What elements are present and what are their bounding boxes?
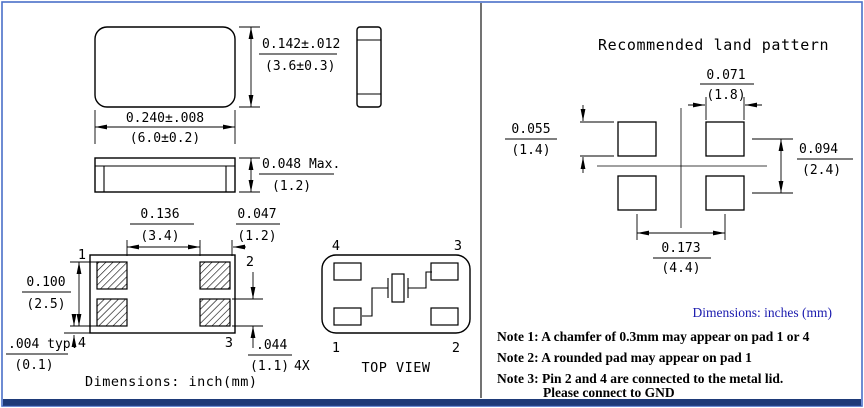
dim-land-pad-height-mm: (1.4): [511, 143, 550, 158]
dim-width-inch: 0.240±.008: [126, 111, 204, 126]
land-pad: [617, 121, 657, 157]
land-pad: [617, 175, 657, 211]
crystal-lead-line: [362, 287, 388, 317]
corner-pad: [333, 262, 362, 281]
dimensions-units-label: Dimensions: inch(mm): [85, 374, 258, 390]
top-view: 4 3 1 2 TOP VIEW: [321, 238, 471, 376]
dim-edge-gap-mm: (0.1): [14, 358, 53, 373]
corner-pad: [430, 262, 459, 281]
dim-pad-len-qty: 4X: [294, 359, 310, 374]
crystal-lead-line: [408, 271, 432, 289]
land-pattern-title: Recommended land pattern: [598, 36, 829, 54]
dim-thickness-mm: (1.2): [272, 179, 311, 194]
pin-label-1: 1: [78, 247, 86, 263]
dim-edge-gap-inch: .004 typ.: [8, 337, 78, 352]
dim-land-col-pitch-inch: 0.173: [661, 241, 700, 256]
pad-3-hatched: [199, 298, 231, 327]
dim-thickness-inch: 0.048 Max.: [262, 157, 340, 172]
package-body-outline: [94, 26, 236, 108]
bottom-view: 0.136 (3.4) 0.047 (1.2) 0.100 (2.5) .004…: [6, 207, 310, 390]
side-view: [356, 26, 382, 108]
note-1: Note 1: A chamfer of 0.3mm may appear on…: [497, 329, 810, 344]
pin-label-3: 3: [225, 335, 233, 351]
pin-label-1: 1: [332, 340, 340, 356]
dim-pad-span-mm: (3.4): [140, 229, 179, 244]
pin-label-4: 4: [78, 335, 86, 351]
dim-land-pad-height-inch: 0.055: [511, 122, 550, 137]
dim-pad-span-inch: 0.136: [140, 207, 179, 222]
pin-label-3: 3: [454, 238, 462, 254]
dim-height-mm: (3.6±0.3): [265, 59, 335, 74]
profile-view: 0.048 Max. (1.2): [94, 157, 340, 194]
pad-2-hatched: [199, 261, 231, 290]
dim-pad-row-inch: 0.100: [26, 275, 65, 290]
pin-label-4: 4: [332, 238, 340, 254]
profile-body-outline: [94, 157, 236, 193]
note-3-continuation: Please connect to GND: [543, 385, 675, 400]
dim-land-pad-width-inch: 0.071: [706, 68, 745, 83]
front-view: 0.142±.012 (3.6±0.3) 0.240±.008 (6.0±0.2…: [94, 26, 340, 146]
note-2: Note 2: A rounded pad may appear on pad …: [497, 350, 752, 365]
dim-pad-width-mm: (1.2): [237, 229, 276, 244]
land-pattern: Recommended land pattern 0.071 (1.8) 0.0…: [505, 36, 853, 320]
notes-block: Note 1: A chamfer of 0.3mm may appear on…: [497, 329, 810, 400]
corner-pad: [333, 307, 362, 326]
pad-1-hatched: [96, 261, 128, 290]
dim-pad-width-inch: 0.047: [237, 207, 276, 222]
pin-label-2: 2: [246, 254, 254, 270]
dim-land-pad-width-mm: (1.8): [706, 88, 745, 103]
dim-pad-row-mm: (2.5): [26, 297, 65, 312]
note-3: Note 3: Pin 2 and 4 are connected to the…: [497, 371, 783, 386]
dim-height-inch: 0.142±.012: [262, 37, 340, 52]
dim-pad-len-mm: (1.1): [250, 359, 289, 374]
side-body-outline: [356, 26, 382, 108]
pin-label-2: 2: [452, 340, 460, 356]
crystal-symbol: [391, 273, 405, 303]
dim-land-col-pitch-mm: (4.4): [661, 261, 700, 276]
dim-width-mm: (6.0±0.2): [130, 131, 200, 146]
dim-pad-len-inch: .044: [256, 338, 287, 353]
footer-bar: [3, 399, 861, 406]
dimensions-units-label-blue: Dimensions: inches (mm): [693, 305, 832, 320]
dim-land-row-pitch-inch: 0.094: [799, 142, 838, 157]
dim-land-row-pitch-mm: (2.4): [802, 163, 841, 178]
top-view-label: TOP VIEW: [361, 360, 430, 376]
pad-4-hatched: [96, 298, 128, 327]
land-pad: [705, 175, 745, 211]
corner-pad: [430, 307, 459, 326]
land-pad: [705, 121, 745, 157]
